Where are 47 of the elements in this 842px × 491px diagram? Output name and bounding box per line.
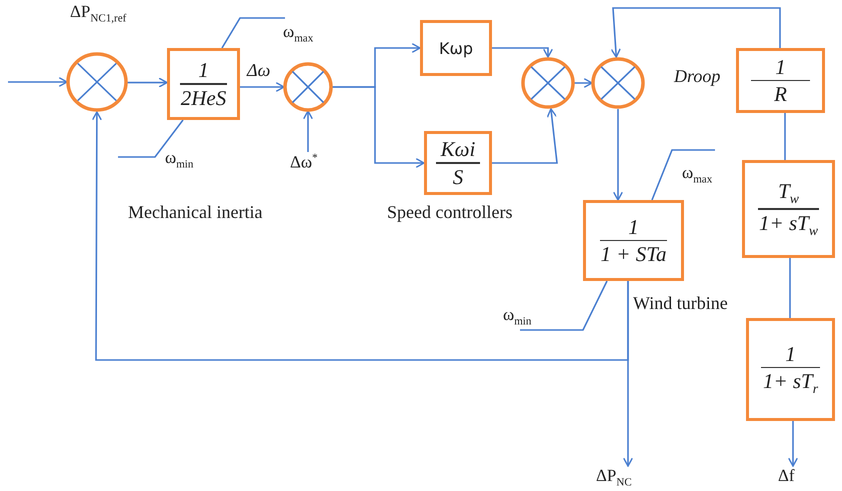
- arrow: [332, 86, 425, 168]
- summing-junction: [591, 57, 645, 109]
- summing-junction: [66, 52, 128, 112]
- arrow: [8, 76, 68, 88]
- arrow: [788, 421, 798, 467]
- transfer-function-block: [424, 131, 492, 195]
- gain-block: Kωp: [420, 20, 492, 76]
- limit-label: ω$_{max}$: [283, 22, 314, 44]
- transfer-function-block: [167, 48, 240, 120]
- arrow: [492, 47, 554, 58]
- arrow: [612, 109, 624, 201]
- numerator: 1: [197, 58, 210, 82]
- caption: Mechanical inertia: [128, 202, 262, 223]
- denominator: 1+ sT$_{w}$: [758, 210, 819, 239]
- limit-label: ω$_{max}$: [682, 163, 712, 186]
- node-label: Wind turbine: [633, 293, 728, 314]
- arrow: [492, 108, 558, 164]
- signal-label: ΔP$_{NC}$: [596, 466, 632, 488]
- limit-label: ω$_{min}$: [503, 305, 532, 328]
- signal-label: Δω$^{*}$: [290, 152, 318, 173]
- numerator: 1: [784, 342, 797, 366]
- transfer-function-block: [583, 200, 684, 281]
- denominator: R: [773, 82, 788, 106]
- caption: Speed controllers: [387, 202, 512, 223]
- transfer-function-block: [746, 318, 835, 421]
- numerator: 1: [774, 54, 787, 79]
- arrow: [127, 77, 168, 88]
- denominator: 2HeS: [180, 86, 228, 110]
- summing-junction: [521, 57, 575, 109]
- transfer-function-block: [742, 160, 835, 258]
- arrow: [240, 82, 285, 92]
- denominator: 1 + STa: [600, 242, 668, 266]
- arrow: [92, 111, 629, 361]
- summing-junction: [283, 62, 333, 112]
- numerator: 1: [627, 214, 640, 239]
- arrow: [302, 110, 314, 152]
- arrow: [574, 78, 593, 88]
- denominator: 1+ sT$_{r}$: [762, 369, 820, 398]
- node-label: Droop: [674, 66, 720, 87]
- numerator: Kωi: [440, 137, 476, 162]
- limit-label: ω$_{min}$: [165, 148, 194, 170]
- arrow: [610, 7, 781, 58]
- denominator: S: [452, 164, 464, 189]
- transfer-function-block: [736, 48, 825, 113]
- numerator: T$_{w}$: [777, 179, 800, 208]
- signal-label: ΔP$_{NC1,ref}$: [70, 2, 126, 24]
- signal-label: Δf: [778, 466, 795, 486]
